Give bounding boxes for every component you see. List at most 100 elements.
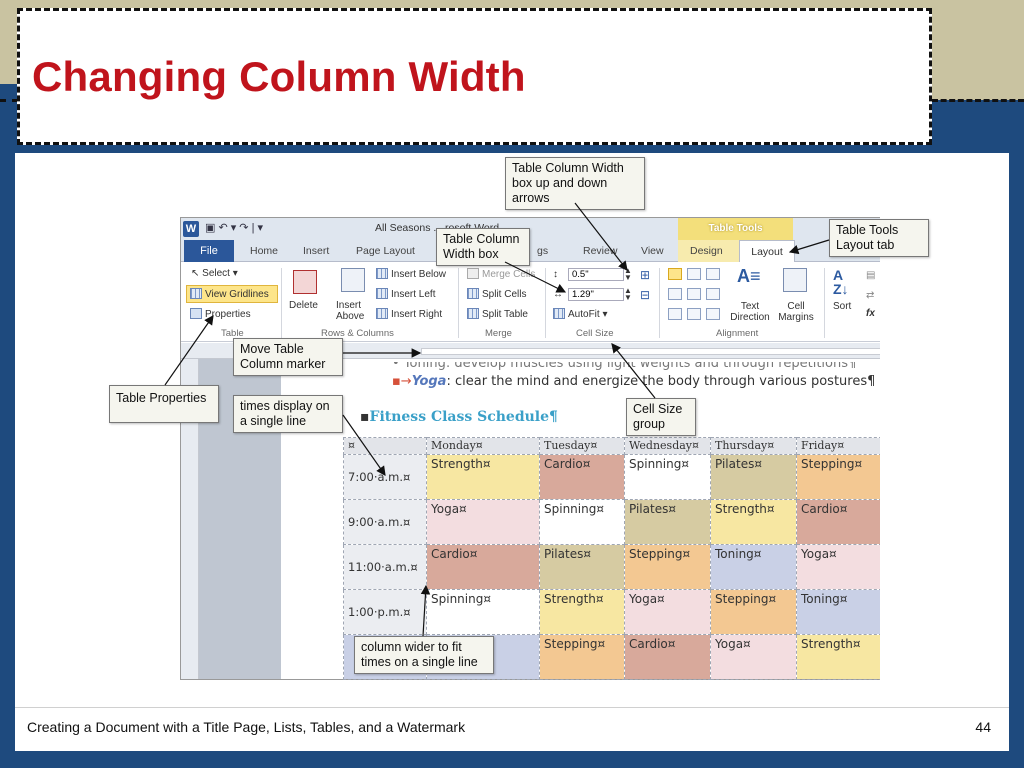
class-cell[interactable]: Stepping¤ bbox=[796, 454, 882, 500]
slide-footer: Creating a Document with a Title Page, L… bbox=[15, 707, 1009, 751]
class-cell[interactable]: Cardio¤ bbox=[796, 499, 882, 545]
callout-table-tools-layout: Table Tools Layout tab bbox=[829, 219, 929, 257]
class-cell[interactable]: Toning¤ bbox=[796, 589, 882, 635]
gridlines-icon bbox=[190, 288, 202, 299]
merge-group-label: Merge bbox=[485, 328, 512, 339]
align-center-right-button[interactable] bbox=[706, 288, 720, 300]
align-center-left-button[interactable] bbox=[668, 288, 682, 300]
time-cell[interactable]: 11:00·a.m.¤ bbox=[343, 544, 427, 590]
convert-to-text-icon[interactable]: ⇄ bbox=[866, 290, 875, 301]
tab-design[interactable]: Design bbox=[690, 245, 723, 257]
properties-button[interactable]: Properties bbox=[190, 308, 251, 320]
column-width-spin-arrows[interactable]: ▲▼ bbox=[624, 286, 632, 302]
align-top-left-button[interactable] bbox=[668, 268, 682, 280]
text-direction-icon: A≡ bbox=[737, 266, 761, 286]
word-app-icon: W bbox=[183, 221, 199, 237]
class-cell[interactable]: Cardio¤ bbox=[539, 454, 625, 500]
header-thursday[interactable]: Thursday¤ bbox=[710, 437, 797, 455]
class-cell[interactable]: Strength¤ bbox=[539, 589, 625, 635]
page-number: 44 bbox=[975, 719, 991, 735]
class-cell[interactable]: Strength¤ bbox=[796, 634, 882, 680]
footer-text: Creating a Document with a Title Page, L… bbox=[27, 719, 466, 735]
class-cell[interactable]: Cardio¤ bbox=[624, 634, 711, 680]
class-cell[interactable]: Toning¤ bbox=[710, 544, 797, 590]
dashed-rule-right bbox=[932, 99, 1024, 102]
table-column-width-box[interactable]: 1.29" bbox=[568, 288, 624, 301]
class-cell[interactable]: Pilates¤ bbox=[624, 499, 711, 545]
time-cell[interactable]: 9:00·a.m.¤ bbox=[343, 499, 427, 545]
class-cell[interactable]: Spinning¤ bbox=[426, 589, 540, 635]
sort-button[interactable]: Sort bbox=[833, 301, 852, 312]
class-cell[interactable]: Pilates¤ bbox=[710, 454, 797, 500]
tab-file[interactable]: File bbox=[184, 240, 234, 262]
class-cell[interactable]: Yoga¤ bbox=[624, 589, 711, 635]
header-wednesday[interactable]: Wednesday¤ bbox=[624, 437, 711, 455]
vertical-ruler bbox=[181, 359, 199, 679]
align-bottom-left-button[interactable] bbox=[668, 308, 682, 320]
class-cell[interactable]: Strength¤ bbox=[710, 499, 797, 545]
tab-layout[interactable]: Layout bbox=[739, 240, 795, 263]
split-cells-icon bbox=[467, 288, 479, 299]
tab-review[interactable]: Review bbox=[583, 245, 618, 257]
class-cell[interactable]: Yoga¤ bbox=[426, 499, 540, 545]
callout-table-properties: Table Properties bbox=[109, 385, 219, 423]
class-cell[interactable]: Stepping¤ bbox=[539, 634, 625, 680]
view-gridlines-button[interactable]: View Gridlines bbox=[190, 288, 269, 300]
select-button[interactable]: ↖ Select ▾ bbox=[191, 268, 238, 279]
row-height-spin-arrows[interactable]: ▲▼ bbox=[624, 266, 632, 282]
insert-above-button[interactable]: Insert Above bbox=[336, 300, 365, 322]
insert-below-button[interactable]: Insert Below bbox=[376, 268, 446, 280]
header-friday[interactable]: Friday¤ bbox=[796, 437, 882, 455]
class-cell[interactable]: Spinning¤ bbox=[539, 499, 625, 545]
formula-icon[interactable]: fx bbox=[866, 308, 875, 319]
autofit-button[interactable]: AutoFit ▾ bbox=[553, 308, 607, 320]
align-center-button[interactable] bbox=[687, 288, 701, 300]
group-separator bbox=[659, 268, 660, 338]
header-monday[interactable]: Monday¤ bbox=[426, 437, 540, 455]
class-cell[interactable]: Cardio¤ bbox=[426, 544, 540, 590]
class-cell[interactable]: Stepping¤ bbox=[624, 544, 711, 590]
slide-title: Changing Column Width bbox=[32, 53, 526, 100]
table-row-height-box[interactable]: 0.5" bbox=[568, 268, 624, 281]
callout-wider-column: column wider to fit times on a single li… bbox=[354, 636, 494, 674]
top-band-right bbox=[932, 84, 1024, 100]
class-cell[interactable]: Yoga¤ bbox=[796, 544, 882, 590]
tab-mailings[interactable]: gs bbox=[537, 245, 549, 257]
align-top-center-button[interactable] bbox=[687, 268, 701, 280]
merge-cells-button[interactable]: Merge Cells bbox=[467, 268, 535, 280]
quick-access-toolbar[interactable]: ▣ ↶ ▾ ↷ | ▾ bbox=[205, 222, 264, 234]
schedule-heading: ▪Fitness Class Schedule¶ bbox=[360, 409, 558, 425]
dashed-rule-left bbox=[0, 99, 18, 102]
distribute-rows-icon[interactable]: ⊞ bbox=[640, 268, 651, 282]
yoga-line: ▪→Yoga: clear the mind and energize the … bbox=[392, 374, 876, 389]
header-tuesday[interactable]: Tuesday¤ bbox=[539, 437, 625, 455]
align-top-right-button[interactable] bbox=[706, 268, 720, 280]
distribute-columns-icon[interactable]: ⊟ bbox=[640, 288, 651, 302]
class-cell[interactable]: Stepping¤ bbox=[710, 589, 797, 635]
repeat-header-icon[interactable]: ▤ bbox=[866, 270, 876, 281]
insert-right-button[interactable]: Insert Right bbox=[376, 308, 442, 320]
delete-button[interactable]: Delete bbox=[289, 300, 318, 311]
text-direction-button[interactable]: Text Direction bbox=[730, 301, 770, 323]
insert-left-button[interactable]: Insert Left bbox=[376, 288, 435, 300]
split-table-button[interactable]: Split Table bbox=[467, 308, 528, 320]
tab-home[interactable]: Home bbox=[250, 245, 279, 257]
insert-above-icon bbox=[341, 268, 365, 292]
class-cell[interactable]: Pilates¤ bbox=[539, 544, 625, 590]
table-group-label: Table bbox=[221, 328, 244, 339]
tab-insert[interactable]: Insert bbox=[303, 245, 330, 257]
cell-margins-button[interactable]: Cell Margins bbox=[778, 301, 814, 323]
split-cells-button[interactable]: Split Cells bbox=[467, 288, 526, 300]
time-cell[interactable]: 1:00·p.m.¤ bbox=[343, 589, 427, 635]
header-corner-cell[interactable]: ¤ bbox=[343, 437, 427, 455]
align-bottom-center-button[interactable] bbox=[687, 308, 701, 320]
class-cell[interactable]: Spinning¤ bbox=[624, 454, 711, 500]
class-cell[interactable]: Yoga¤ bbox=[710, 634, 797, 680]
tab-view[interactable]: View bbox=[641, 245, 664, 257]
align-bottom-right-button[interactable] bbox=[706, 308, 720, 320]
class-cell[interactable]: Strength¤ bbox=[426, 454, 540, 500]
time-cell[interactable]: 7:00·a.m.¤ bbox=[343, 454, 427, 500]
bullet-arrow-icon: ▪→ bbox=[392, 374, 412, 389]
tab-page-layout[interactable]: Page Layout bbox=[356, 245, 415, 257]
